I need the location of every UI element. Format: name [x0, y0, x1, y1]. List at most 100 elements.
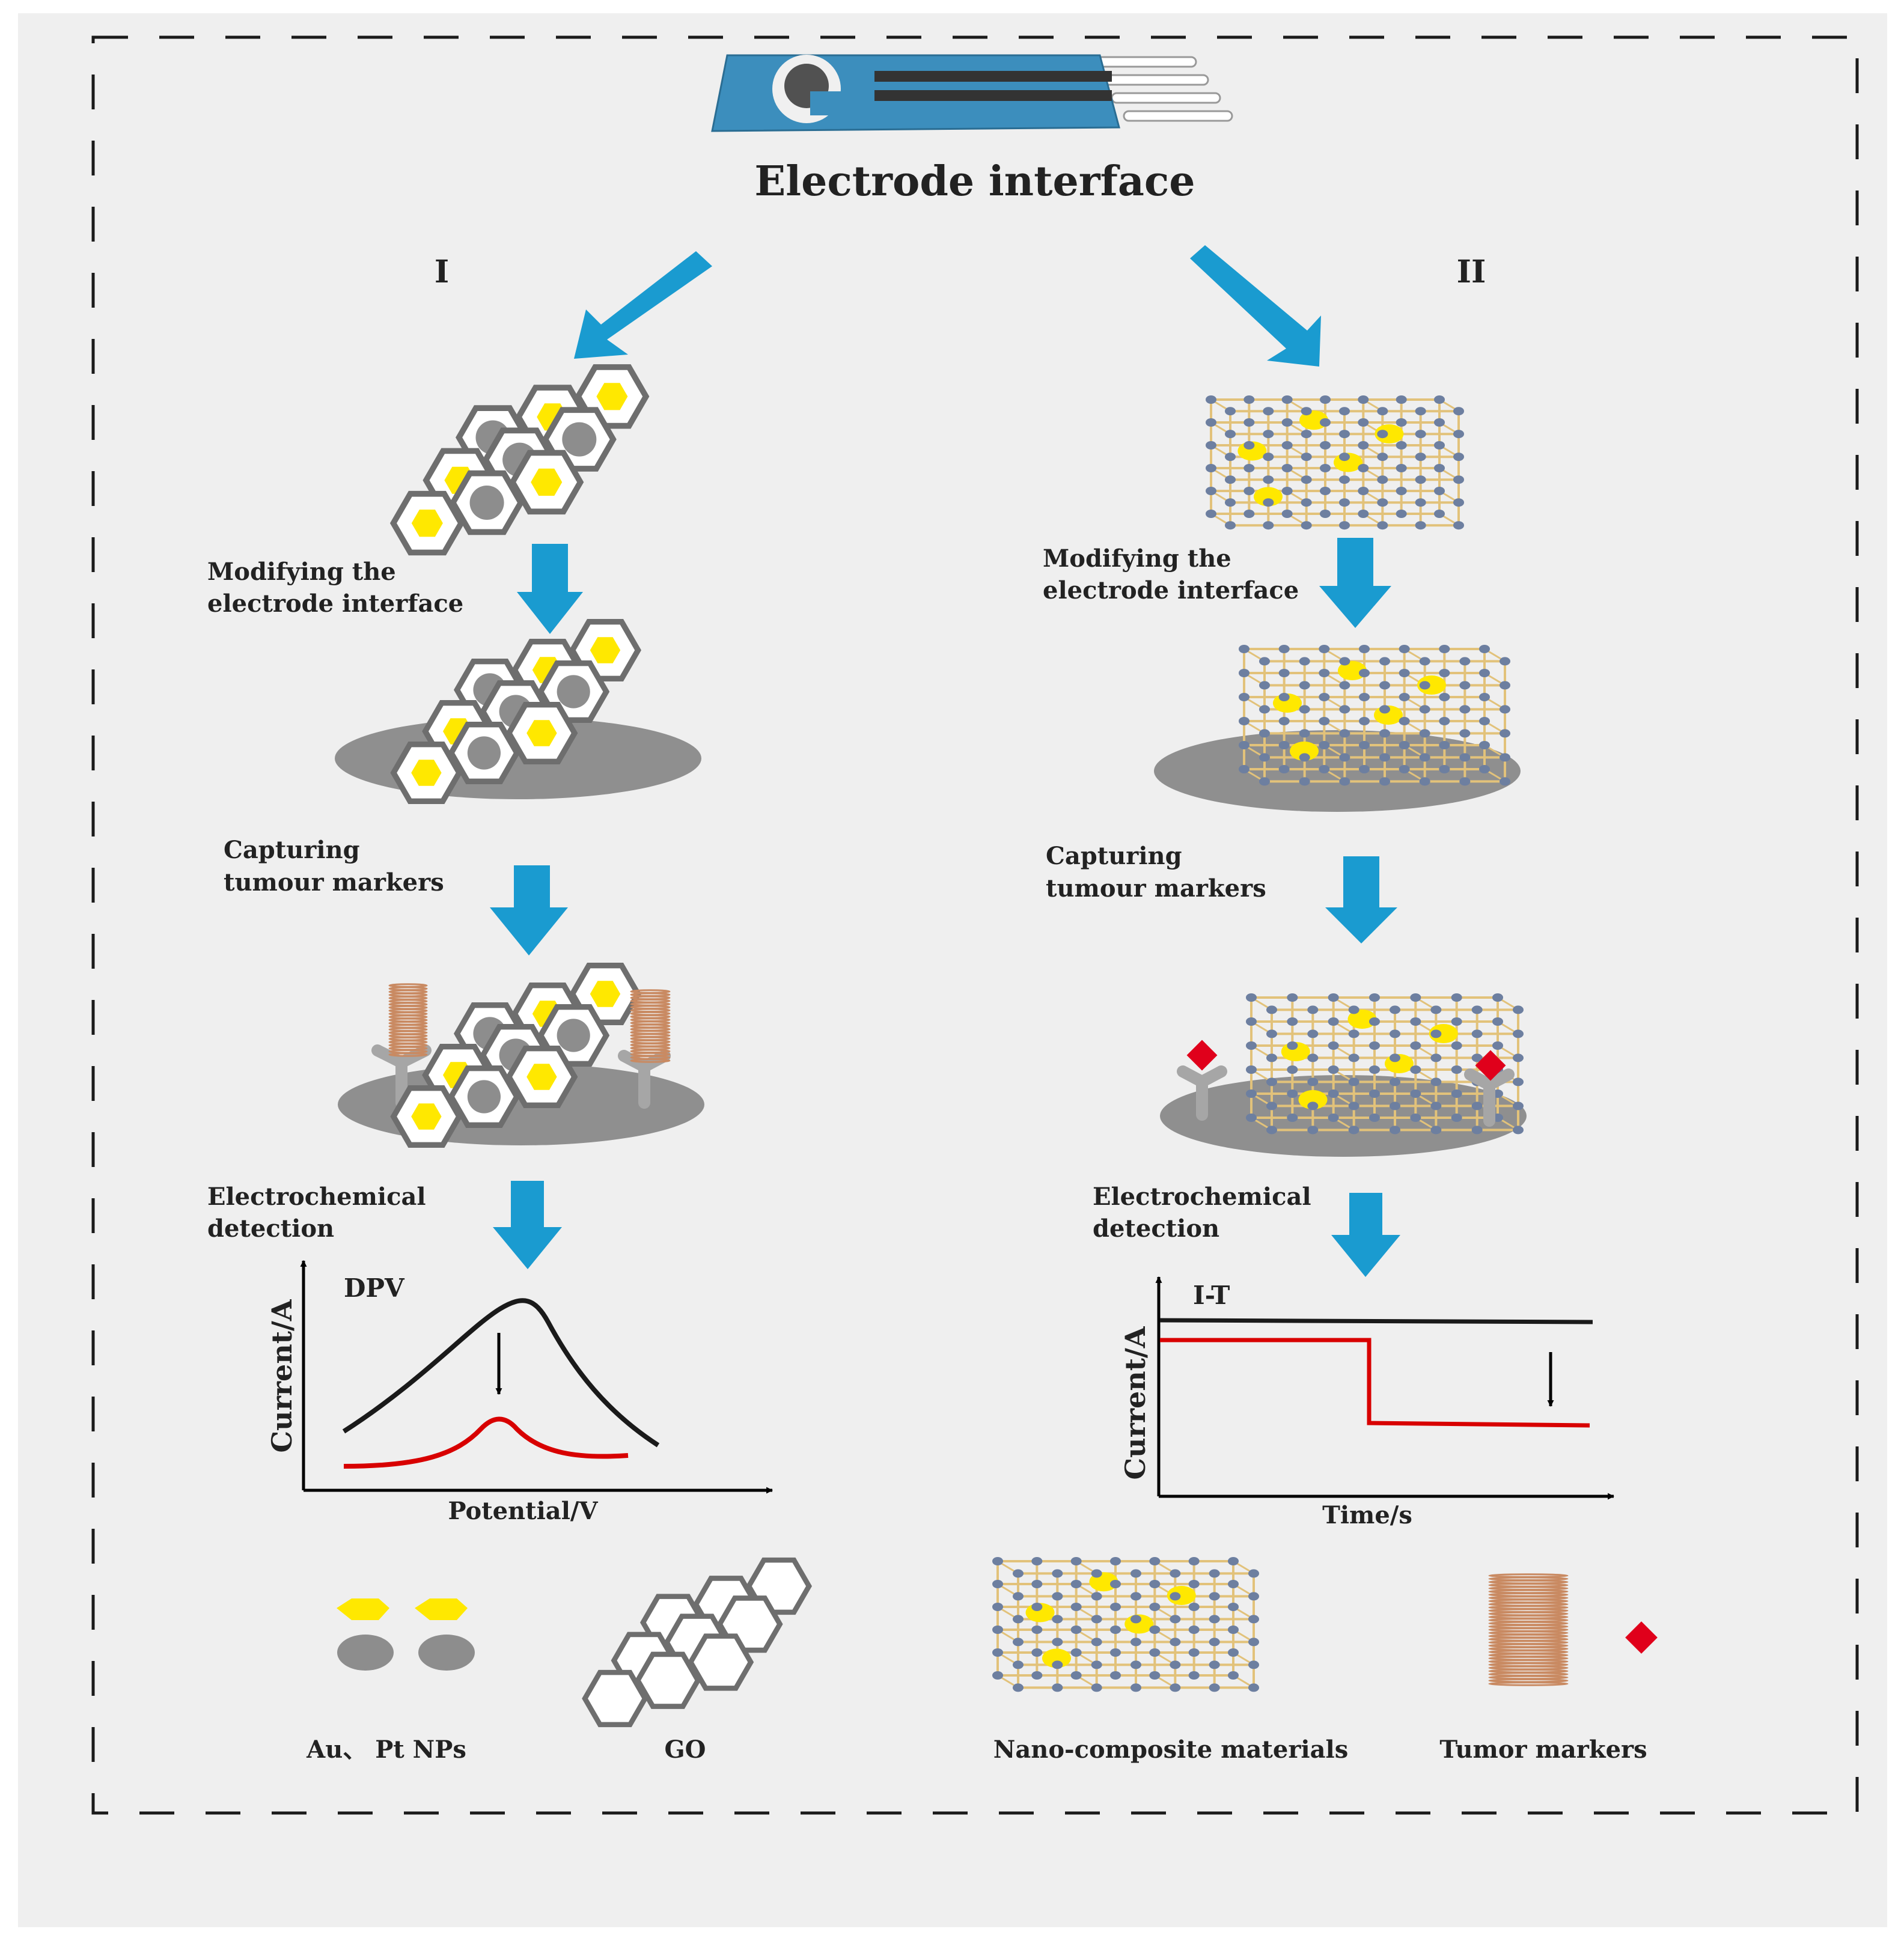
lattice-node: [1052, 1569, 1063, 1578]
lattice-node: [1248, 1592, 1259, 1601]
lattice-node: [1307, 1005, 1319, 1014]
lattice-node: [1439, 717, 1450, 725]
lattice-node: [1379, 681, 1390, 690]
down-arrow-ii-3: [1331, 1193, 1400, 1277]
lattice-node: [1031, 1557, 1043, 1565]
step-capture-ii-line2: tumour markers: [1046, 874, 1266, 903]
lattice-node: [1091, 1615, 1102, 1624]
lattice-node: [1130, 1592, 1141, 1601]
lattice-node: [1439, 669, 1450, 677]
lattice-node: [1248, 1615, 1259, 1624]
lattice-node: [1328, 1017, 1339, 1026]
lattice-particle: [1290, 742, 1319, 761]
lattice-node: [1479, 765, 1490, 773]
legend: Au、 Pt NPs GO Nano-composite materials T…: [306, 1557, 1658, 1764]
lattice-node: [1228, 1648, 1239, 1657]
lattice-node: [1359, 693, 1370, 701]
lattice-node: [1052, 1660, 1063, 1669]
lattice-node: [1228, 1671, 1239, 1680]
lattice-node: [1430, 1102, 1442, 1111]
down-arrow-ii-1: [1319, 538, 1391, 628]
lattice-node: [1246, 1065, 1257, 1074]
go-cell: [694, 1638, 748, 1686]
lattice-node: [1410, 1041, 1421, 1050]
lattice-node: [1339, 452, 1350, 462]
lattice-node: [1348, 1126, 1359, 1135]
lattice-node: [1239, 765, 1250, 773]
lattice-node: [1225, 452, 1236, 462]
lattice-node: [1500, 657, 1510, 666]
lattice-node: [1031, 1580, 1043, 1588]
lattice-node: [1246, 1114, 1257, 1122]
lattice-particle: [1338, 661, 1367, 680]
lattice-node: [992, 1603, 1003, 1611]
lattice-node: [1339, 753, 1350, 762]
lattice-node: [1451, 1017, 1462, 1026]
lattice-node: [1415, 430, 1426, 439]
lattice-node: [1246, 1041, 1257, 1050]
lattice-node: [1170, 1683, 1181, 1692]
lattice-node: [1266, 1029, 1277, 1038]
lattice-node: [1278, 669, 1290, 677]
it-title: I-T: [1193, 1281, 1230, 1310]
lattice-node: [1320, 464, 1331, 472]
lattice-node: [1299, 681, 1310, 690]
step-modify-ii-line1: Modifying the: [1043, 544, 1231, 573]
lattice-node: [1492, 1017, 1503, 1026]
lattice-node: [1259, 753, 1270, 762]
lattice-node: [1070, 1671, 1082, 1680]
lattice-node: [1299, 729, 1310, 738]
lattice-node: [1091, 1569, 1102, 1578]
lattice-node: [992, 1671, 1003, 1680]
lattice-node: [1052, 1683, 1063, 1692]
lattice-node: [1070, 1626, 1082, 1634]
lattice-node: [1206, 510, 1216, 518]
lattice-node: [1390, 1053, 1400, 1062]
lattice-node: [1377, 475, 1388, 484]
lattice-node: [1259, 657, 1270, 666]
lattice-node: [1206, 441, 1216, 449]
lattice-node: [992, 1648, 1003, 1657]
lattice-node: [1130, 1683, 1141, 1692]
lattice-node: [1396, 487, 1407, 495]
lattice-node: [1399, 741, 1410, 749]
lattice-node: [1434, 464, 1445, 472]
lattice-node: [992, 1626, 1003, 1634]
antibody-icon: [1177, 1065, 1227, 1121]
dpv-x-label: Potential/V: [448, 1497, 598, 1525]
arrow-to-pathway-i: [574, 251, 712, 359]
lattice-node: [1243, 487, 1255, 495]
lattice-node: [1459, 753, 1471, 762]
lattice-node: [1396, 464, 1407, 472]
step-detect-i-line2: detection: [207, 1214, 334, 1243]
lattice-node: [1320, 510, 1331, 518]
step-detect-i-line1: Electrochemical: [207, 1183, 426, 1211]
lattice-node: [1328, 1114, 1339, 1122]
lattice-node: [1379, 657, 1390, 666]
lattice-node: [1358, 464, 1369, 472]
lattice-node: [1170, 1592, 1181, 1601]
lattice-node: [1052, 1592, 1063, 1601]
lattice-node: [1415, 498, 1426, 507]
lattice-node: [1319, 717, 1330, 725]
lattice-node: [1358, 395, 1369, 404]
lattice-node: [1479, 669, 1490, 677]
lattice-node: [1091, 1660, 1102, 1669]
go-sheet-on-electrode: [390, 619, 641, 804]
nanocomposite-lattice: [1206, 395, 1464, 530]
lattice-node: [1348, 1077, 1359, 1086]
lattice-node: [1348, 1053, 1359, 1062]
lattice-node: [1110, 1603, 1121, 1611]
lattice-node: [1281, 464, 1293, 472]
lattice-node: [1299, 753, 1310, 762]
lattice-node: [1410, 1089, 1421, 1098]
lattice-node: [1259, 681, 1270, 690]
lattice-node: [1339, 407, 1350, 416]
lattice-node: [1188, 1648, 1200, 1657]
lattice-node: [1399, 645, 1410, 653]
lattice-node: [1225, 521, 1236, 530]
lattice-node: [1209, 1592, 1220, 1601]
lattice-node: [1434, 418, 1445, 427]
lattice-particle: [1417, 675, 1446, 695]
lattice-node: [1328, 1089, 1339, 1098]
